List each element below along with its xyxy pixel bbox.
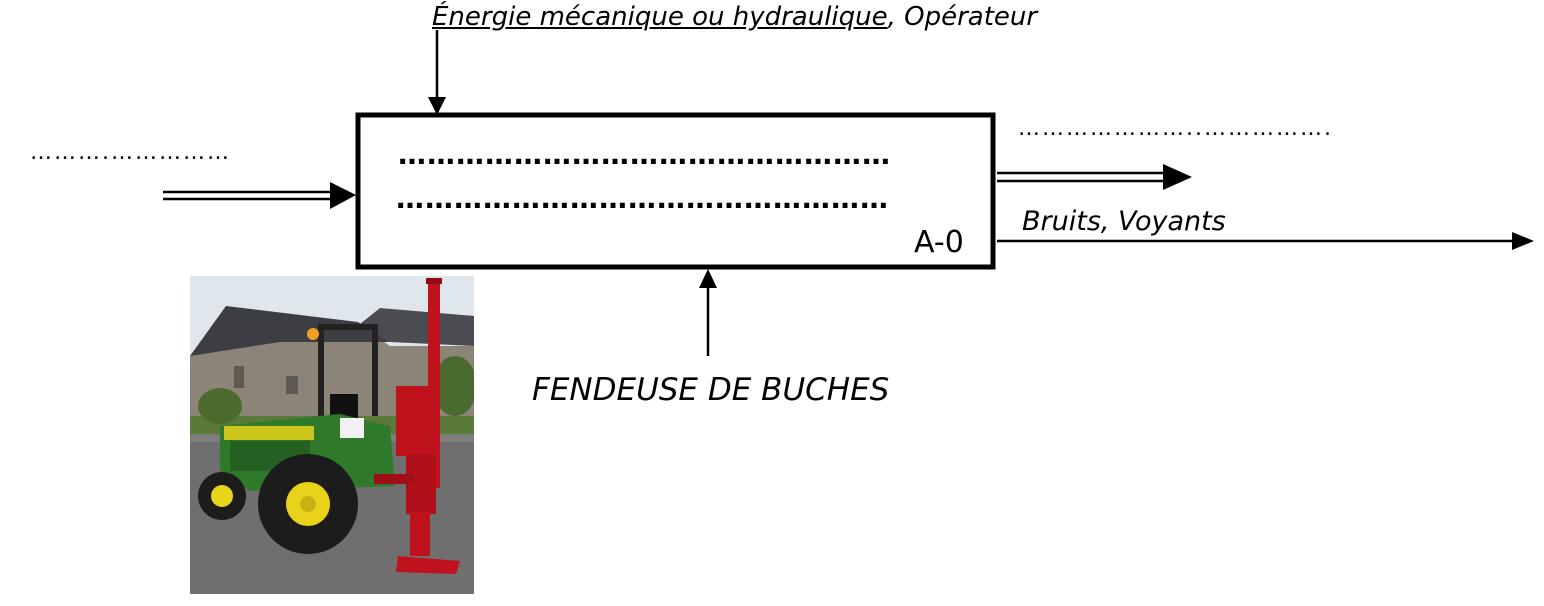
node-id: A-0 [914, 225, 964, 260]
input-label: ……….…………… [30, 140, 231, 165]
input-arrow [163, 182, 356, 209]
main-output-arrow [997, 164, 1192, 190]
tractor-log-splitter-photo [190, 276, 474, 594]
function-box [355, 112, 996, 270]
main-output-label: …………………..……………. [1018, 116, 1333, 141]
control-label-energy: Énergie mécanique ou hydraulique [432, 2, 888, 32]
control-arrow [428, 30, 446, 115]
function-line-2: …………………………………………… [396, 182, 889, 215]
mechanism-label: FENDEUSE DE BUCHES [532, 372, 890, 408]
control-label: Énergie mécanique ou hydraulique, Opérat… [432, 2, 1037, 32]
secondary-output-label: Bruits, Voyants [1022, 206, 1226, 237]
secondary-output-arrow [997, 232, 1534, 250]
function-line-1: …………………………………………… [398, 138, 891, 171]
mechanism-arrow [699, 269, 717, 356]
control-label-operator: , Opérateur [887, 2, 1038, 32]
